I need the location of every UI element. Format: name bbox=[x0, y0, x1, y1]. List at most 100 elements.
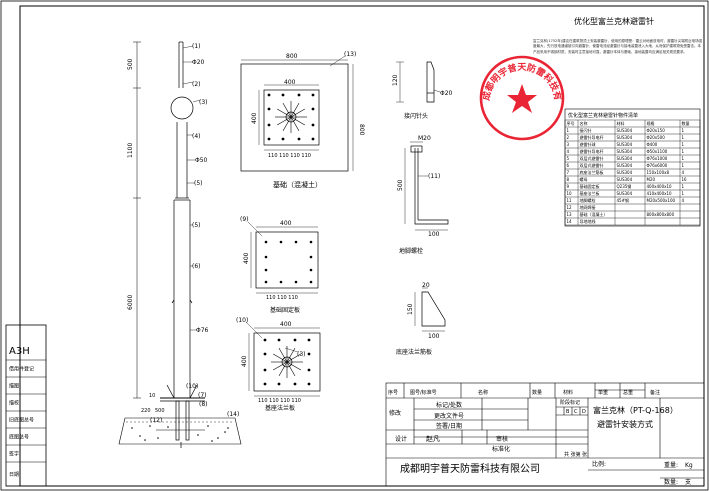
bom-cell: 5 bbox=[567, 156, 570, 161]
dim-500-top: 500 bbox=[127, 58, 134, 70]
bom-cell: SUS304 bbox=[617, 191, 633, 196]
anchor-bolt-dim-500: 500 bbox=[397, 179, 404, 191]
title-block bbox=[385, 382, 705, 487]
bom-cell: 避雷针导电杆 bbox=[580, 148, 604, 154]
bom-cell: 导地地线 bbox=[580, 218, 596, 224]
bom-cell: SUS304 bbox=[617, 163, 633, 168]
left-column-cell: 描图 bbox=[9, 383, 19, 390]
sheet-count: 共 张第 张 bbox=[564, 451, 587, 458]
callout-7: (7) bbox=[198, 392, 207, 399]
base-flange-callout: (10) bbox=[236, 317, 248, 324]
bom-header-cell: 名称 bbox=[580, 120, 588, 126]
bom-cell: 双层式避雷针 bbox=[580, 155, 604, 161]
flash-head-dim-120: 120 bbox=[392, 74, 399, 86]
callout-12: (12) bbox=[150, 417, 162, 424]
base-fixed-dim-v: 400 bbox=[243, 252, 250, 264]
bom-cell: 1 bbox=[682, 163, 685, 168]
bom-cell: 2 bbox=[567, 135, 570, 140]
left-column-cell: 借用件登记 bbox=[9, 366, 34, 373]
bom-cell: 1 bbox=[682, 149, 685, 154]
anchor-bolt-detail bbox=[404, 141, 449, 231]
notes-block: 富兰克林(1752年)建议在建筑物顶上安装避雷针，使用的原理是：雷云对地面放电时… bbox=[533, 39, 702, 54]
title-block-header-cell: 单重 bbox=[598, 389, 608, 396]
pole-dimension-line bbox=[133, 41, 141, 399]
product-subtitle: 避雷针安装方式 bbox=[597, 419, 653, 429]
bom-cell: M20x500x100 bbox=[647, 198, 676, 203]
anchor-bolt-label: 地脚螺栓 bbox=[399, 247, 423, 255]
left-column-cell: 签字 bbox=[9, 451, 19, 458]
ratio-label: 比例: bbox=[592, 460, 606, 468]
stage-b: B bbox=[566, 409, 570, 415]
bom-cell: Φ20x150 bbox=[647, 128, 666, 133]
base-concrete-bolt-pattern bbox=[267, 93, 315, 141]
dim-220: 220 bbox=[141, 408, 151, 414]
callout-4: (4) bbox=[192, 133, 201, 140]
bom-cell: 基座法兰板 bbox=[580, 190, 600, 196]
base-concrete-callout: (13) bbox=[344, 51, 356, 58]
bom-cell: M20 bbox=[647, 177, 656, 182]
rev-label: 修改 bbox=[389, 409, 401, 417]
bom-cell: 800x800x800 bbox=[647, 212, 675, 217]
base-fixed-label: 基础固定板 bbox=[270, 306, 300, 314]
bom-cell: 底座法兰筋板 bbox=[580, 169, 604, 175]
bom-cell: Φ20x500 bbox=[647, 135, 666, 140]
base-flange-callout-3: (3) bbox=[297, 351, 306, 358]
bom-cell: SUS304 bbox=[617, 128, 633, 133]
title-block-header-cell: 序号 bbox=[388, 389, 398, 396]
flash-head-detail bbox=[396, 61, 441, 103]
bom-cell: Φ76x1000 bbox=[647, 156, 668, 161]
left-column-cell: 日期 bbox=[9, 472, 19, 478]
designer-name: 赵凡 bbox=[426, 434, 440, 443]
base-flange-dim-v: 400 bbox=[241, 355, 248, 367]
bom-cell: 1 bbox=[682, 128, 685, 133]
bom-cell: 4 bbox=[567, 149, 570, 154]
bom-cell: 13 bbox=[567, 212, 573, 217]
callout-8: (8) bbox=[199, 401, 208, 408]
base-fixed-plate-holes bbox=[264, 240, 313, 284]
seal-star-icon bbox=[507, 84, 537, 113]
title-block-header-cell: 总重 bbox=[623, 389, 633, 396]
dim-6000: 6000 bbox=[127, 295, 134, 310]
bom-cell: Φ76x6000 bbox=[647, 163, 668, 168]
inner-border bbox=[19, 5, 705, 487]
left-column-cell: 旧底图总号 bbox=[9, 417, 34, 424]
base-fixed-dim: 400 bbox=[280, 220, 292, 227]
flash-head-dim-phi20: Φ20 bbox=[440, 90, 453, 97]
title-block-header-cell: 图号/标准号 bbox=[410, 389, 437, 396]
dim-10: 10 bbox=[149, 393, 155, 399]
product-name: 富兰克林（PT-Q-168） bbox=[593, 405, 678, 415]
bom-cell: 双层式避雷针 bbox=[580, 162, 604, 168]
bom-cell: 避雷针导电杆 bbox=[580, 134, 604, 140]
base-concrete-dim-400-v: 400 bbox=[251, 112, 258, 124]
bom-cell: 45#钢 bbox=[617, 197, 629, 203]
concrete-hatch bbox=[131, 425, 229, 442]
title-block-header-cell: 名称 bbox=[478, 389, 488, 396]
callout-1: (1) bbox=[192, 43, 201, 50]
bom-cell: 4 bbox=[682, 170, 685, 175]
base-flange-plate bbox=[245, 321, 321, 397]
bom-cell: SUS304 bbox=[617, 170, 633, 175]
flash-head-label: 接闪针头 bbox=[404, 112, 428, 120]
bom-cell: 接闪针 bbox=[580, 127, 592, 133]
bom-cell: SUS304 bbox=[617, 135, 633, 140]
callout-5: (5) bbox=[192, 222, 201, 229]
left-column-cell: 描校 bbox=[9, 400, 19, 407]
bom-cell: 410x400x10 bbox=[647, 191, 673, 196]
title-block-header-cell: 数量 bbox=[532, 389, 542, 396]
callout-5a: (5) bbox=[194, 180, 203, 187]
bom-header-cell: 序号 bbox=[567, 120, 575, 126]
pole-elevation bbox=[118, 41, 242, 448]
bom-cell: 9 bbox=[567, 184, 570, 189]
anchor-bolt-dim-m20: M20 bbox=[418, 135, 431, 142]
stage-label: 阶段标记 bbox=[560, 399, 580, 406]
qty-label: 数量: bbox=[664, 478, 678, 486]
base-concrete-dim-800: 800 bbox=[286, 53, 298, 60]
bom-header-cell: 规格 bbox=[647, 120, 655, 126]
title-block-header-cell: 材料 bbox=[563, 389, 573, 396]
callout-3: (3) bbox=[199, 99, 208, 106]
bom-header-cell: 材料 bbox=[617, 120, 625, 126]
title-block-header: 序号图号/标准号名称数量材料单重总重备注 bbox=[388, 389, 660, 396]
bom-cell: 1 bbox=[682, 156, 685, 161]
